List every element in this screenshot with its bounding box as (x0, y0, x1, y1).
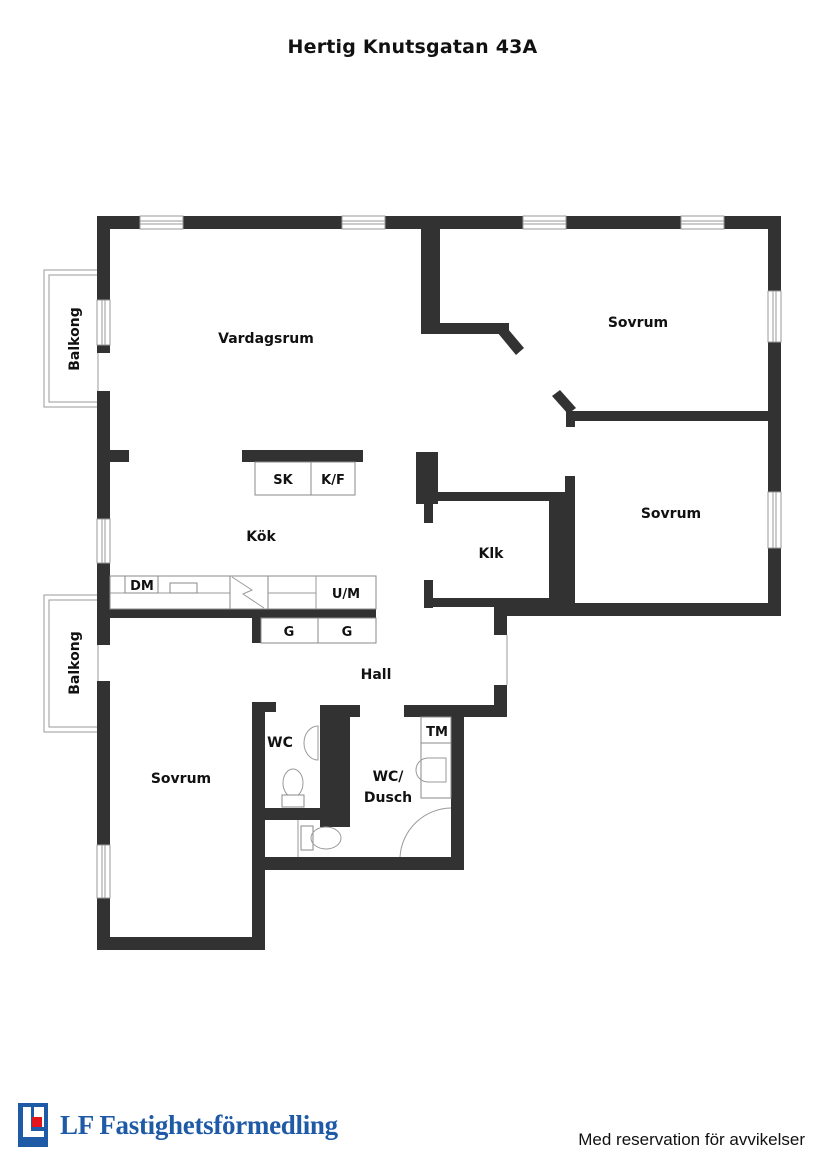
brand-name: LF Fastighetsförmedling (60, 1109, 338, 1140)
room-labels: Vardagsrum Sovrum Sovrum Sovrum Kök Klk … (67, 307, 701, 806)
room-label-wc-dusch: WC/ (373, 769, 405, 785)
brand-mark-icon (18, 1103, 48, 1147)
kitchen-fixtures (109, 461, 377, 644)
fixture-label-um: U/M (332, 587, 360, 602)
windows (96, 215, 782, 899)
fixture-label-tm: TM (426, 725, 448, 740)
fixture-label-dm: DM (130, 579, 154, 594)
room-label-wc-dusch-2: Dusch (364, 790, 412, 806)
bathroom-fixtures (281, 716, 452, 858)
brand-logo: LF Fastighetsförmedling (18, 1103, 338, 1147)
disclaimer: Med reservation för avvikelser (578, 1130, 805, 1149)
fixture-labels: SK K/F DM U/M G G TM (130, 473, 448, 740)
room-label-sovrum-ne: Sovrum (608, 315, 668, 331)
room-label-balkong-bottom: Balkong (67, 631, 83, 694)
room-label-hall: Hall (361, 667, 392, 683)
fixture-label-g1: G (284, 625, 295, 640)
room-label-sovrum-e: Sovrum (641, 506, 701, 522)
room-label-kok: Kök (246, 529, 276, 545)
balcony-bottom (43, 594, 99, 733)
fixture-label-sk: SK (273, 473, 293, 488)
fixture-label-g2: G (342, 625, 353, 640)
walls (97, 216, 781, 950)
room-label-sovrum-sw: Sovrum (151, 771, 211, 787)
fixture-label-kf: K/F (321, 473, 345, 488)
room-label-wc: WC (267, 735, 293, 751)
room-label-balkong-top: Balkong (67, 307, 83, 370)
page-title: Hertig Knutsgatan 43A (287, 36, 538, 58)
room-label-vardagsrum: Vardagsrum (218, 331, 314, 347)
room-label-klk: Klk (479, 546, 505, 562)
